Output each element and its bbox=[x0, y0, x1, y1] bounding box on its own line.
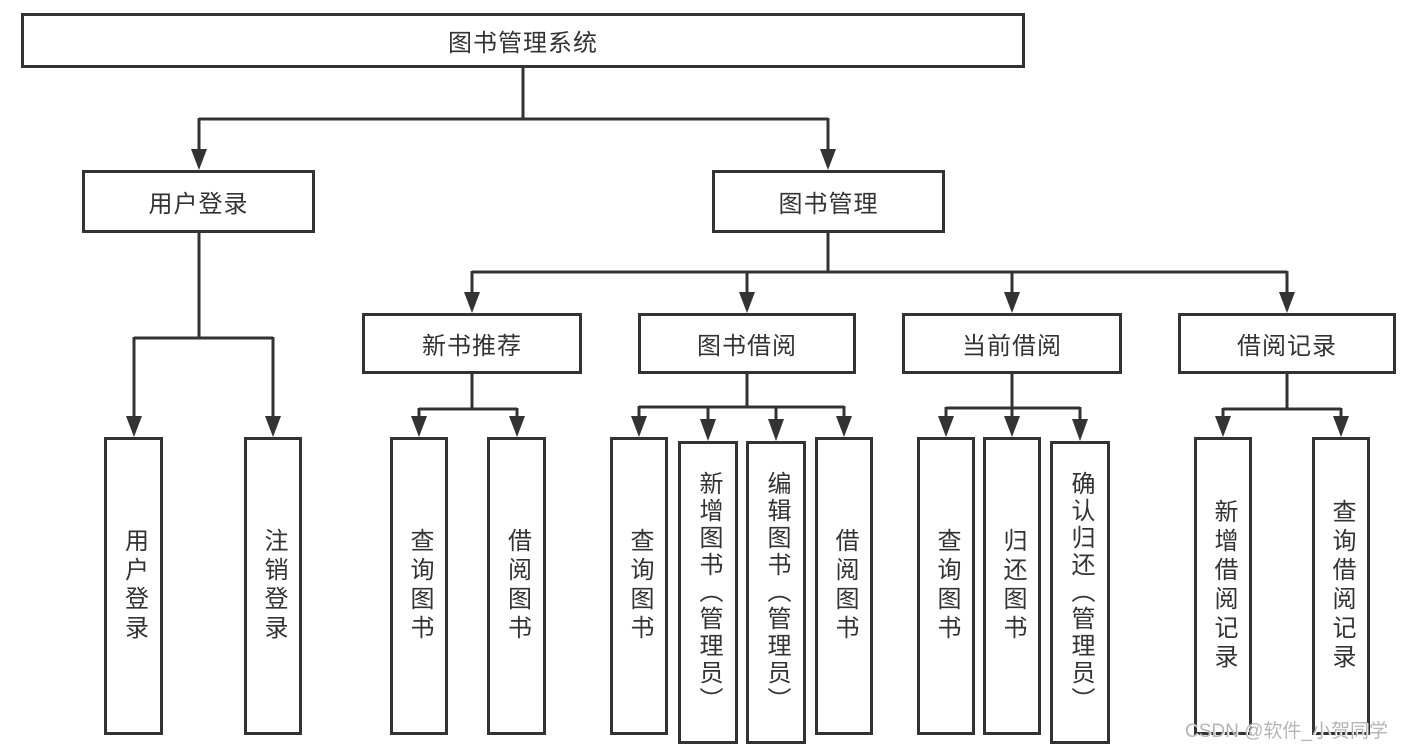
node-label: 注销登录 bbox=[260, 528, 287, 644]
node-user-login: 用户登录 bbox=[82, 170, 315, 233]
arrow-down-icon bbox=[631, 416, 647, 437]
node-label: 查询图书 bbox=[406, 528, 433, 644]
arrow-down-icon bbox=[464, 292, 480, 313]
arrow-down-icon bbox=[700, 419, 716, 441]
arrow-down-icon bbox=[1333, 416, 1349, 437]
node-root-library-management-system: 图书管理系统 bbox=[21, 13, 1025, 68]
leaf-borrow-books: 借阅图书 bbox=[815, 437, 873, 735]
arrow-down-icon bbox=[1004, 416, 1020, 437]
node-label: 当前借阅 bbox=[962, 333, 1062, 360]
node-label: 归还图书 bbox=[999, 528, 1026, 644]
node-label: 查询图书 bbox=[626, 528, 653, 644]
node-label: 用户登录 bbox=[148, 191, 249, 218]
connector-new-book-recommend-to-leaves bbox=[411, 374, 525, 437]
arrow-down-icon bbox=[820, 149, 836, 170]
node-current-borrow: 当前借阅 bbox=[902, 313, 1122, 374]
leaf-return-book: 归还图书 bbox=[983, 437, 1041, 735]
arrow-down-icon bbox=[126, 416, 142, 437]
leaf-confirm-return-admin: 确认归还（管理员） bbox=[1050, 441, 1110, 744]
node-book-borrow: 图书借阅 bbox=[638, 313, 856, 374]
leaf-logout: 注销登录 bbox=[244, 437, 302, 735]
leaf-query-books-current: 查询图书 bbox=[917, 437, 975, 735]
connector-user-login-to-leaves bbox=[126, 233, 281, 437]
node-label: 查询借阅记录 bbox=[1328, 499, 1355, 673]
node-new-book-recommend: 新书推荐 bbox=[362, 313, 582, 374]
arrow-down-icon bbox=[1215, 416, 1231, 437]
leaf-user-login: 用户登录 bbox=[104, 437, 163, 735]
node-label: 新增图书（管理员） bbox=[695, 471, 722, 714]
node-label: 借阅记录 bbox=[1237, 333, 1337, 360]
arrow-down-icon bbox=[191, 149, 207, 170]
arrow-down-icon bbox=[1072, 419, 1088, 441]
arrow-down-icon bbox=[411, 416, 427, 437]
leaf-edit-book-admin: 编辑图书（管理员） bbox=[746, 441, 806, 744]
arrow-down-icon bbox=[739, 292, 755, 313]
node-label: 查询图书 bbox=[933, 528, 960, 644]
node-label: 新书推荐 bbox=[422, 333, 522, 360]
leaf-borrow-books-recommend: 借阅图书 bbox=[487, 437, 546, 735]
arrow-down-icon bbox=[509, 416, 525, 437]
leaf-query-books-recommend: 查询图书 bbox=[390, 437, 448, 735]
leaf-query-borrow-record: 查询借阅记录 bbox=[1312, 437, 1370, 735]
node-label: 确认归还（管理员） bbox=[1067, 471, 1094, 714]
connector-borrow-records-to-leaves bbox=[1215, 374, 1349, 437]
node-label: 借阅图书 bbox=[503, 528, 531, 644]
node-borrow-records: 借阅记录 bbox=[1178, 313, 1396, 374]
node-label: 编辑图书（管理员） bbox=[763, 471, 790, 714]
arrow-down-icon bbox=[836, 416, 852, 437]
arrow-down-icon bbox=[1004, 292, 1020, 313]
leaf-add-book-admin: 新增图书（管理员） bbox=[678, 441, 738, 744]
connector-book-borrow-to-leaves bbox=[631, 374, 852, 441]
node-label: 新增借阅记录 bbox=[1210, 499, 1237, 673]
node-label: 图书借阅 bbox=[697, 333, 797, 360]
connector-current-borrow-to-leaves bbox=[938, 374, 1088, 441]
connector-book-management-to-level3 bbox=[464, 233, 1295, 313]
leaf-query-books-borrow: 查询图书 bbox=[610, 437, 668, 735]
node-label: 图书管理 bbox=[778, 191, 879, 218]
csdn-watermark: CSDN @软件_小贺同学 bbox=[1185, 721, 1388, 742]
connector-root-to-level2 bbox=[191, 68, 836, 170]
arrow-down-icon bbox=[265, 416, 281, 437]
node-book-management: 图书管理 bbox=[712, 170, 945, 233]
node-label: 图书管理系统 bbox=[448, 30, 598, 57]
node-label: 借阅图书 bbox=[831, 528, 858, 644]
node-label: 用户登录 bbox=[120, 528, 148, 644]
arrow-down-icon bbox=[938, 416, 954, 437]
leaf-add-borrow-record: 新增借阅记录 bbox=[1194, 437, 1252, 735]
arrow-down-icon bbox=[768, 419, 784, 441]
arrow-down-icon bbox=[1279, 292, 1295, 313]
